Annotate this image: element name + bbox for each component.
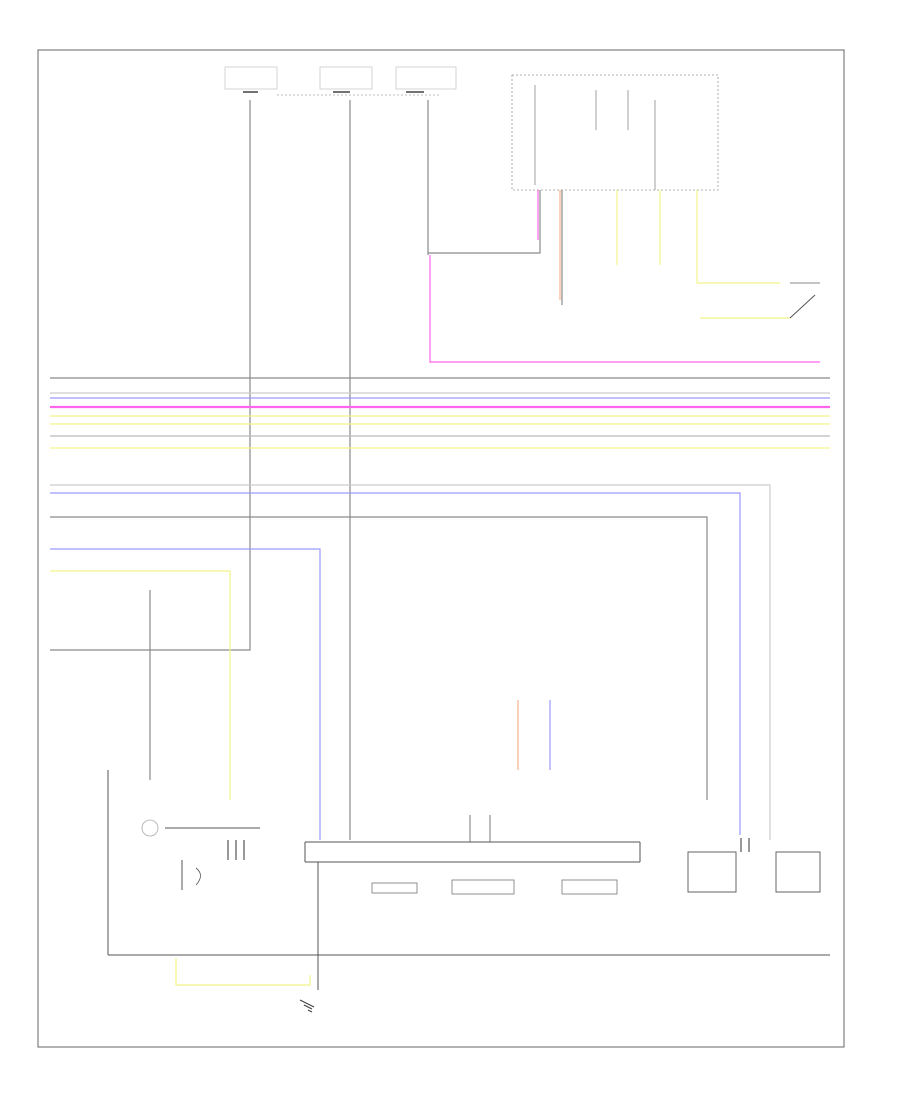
left-headlamp <box>107 770 260 955</box>
right-lamps <box>687 838 821 893</box>
wire-ground-yellow <box>175 958 311 986</box>
fuse-block-1 <box>224 66 278 93</box>
wire-lower-violet <box>50 492 741 835</box>
instrument-cluster-box <box>511 74 719 191</box>
wire-lower-lightgray <box>50 484 771 840</box>
wire-feed-3-pink <box>429 255 820 363</box>
wire-feed-1 <box>50 100 251 651</box>
wire-lower-yellow <box>50 570 231 800</box>
headlamp-control-module <box>304 815 641 945</box>
wire-cluster-yellow-3 <box>696 190 780 284</box>
switch-contact <box>789 294 816 319</box>
diagram-frame <box>37 49 845 1048</box>
wire-feed-3-branch <box>428 190 541 254</box>
wire-lower-gray <box>50 516 708 800</box>
fuse-block-2 <box>319 66 373 93</box>
ground-symbol <box>299 999 315 1013</box>
wire-lower-violet-2 <box>50 548 321 840</box>
fuse-block-3 <box>395 66 457 93</box>
